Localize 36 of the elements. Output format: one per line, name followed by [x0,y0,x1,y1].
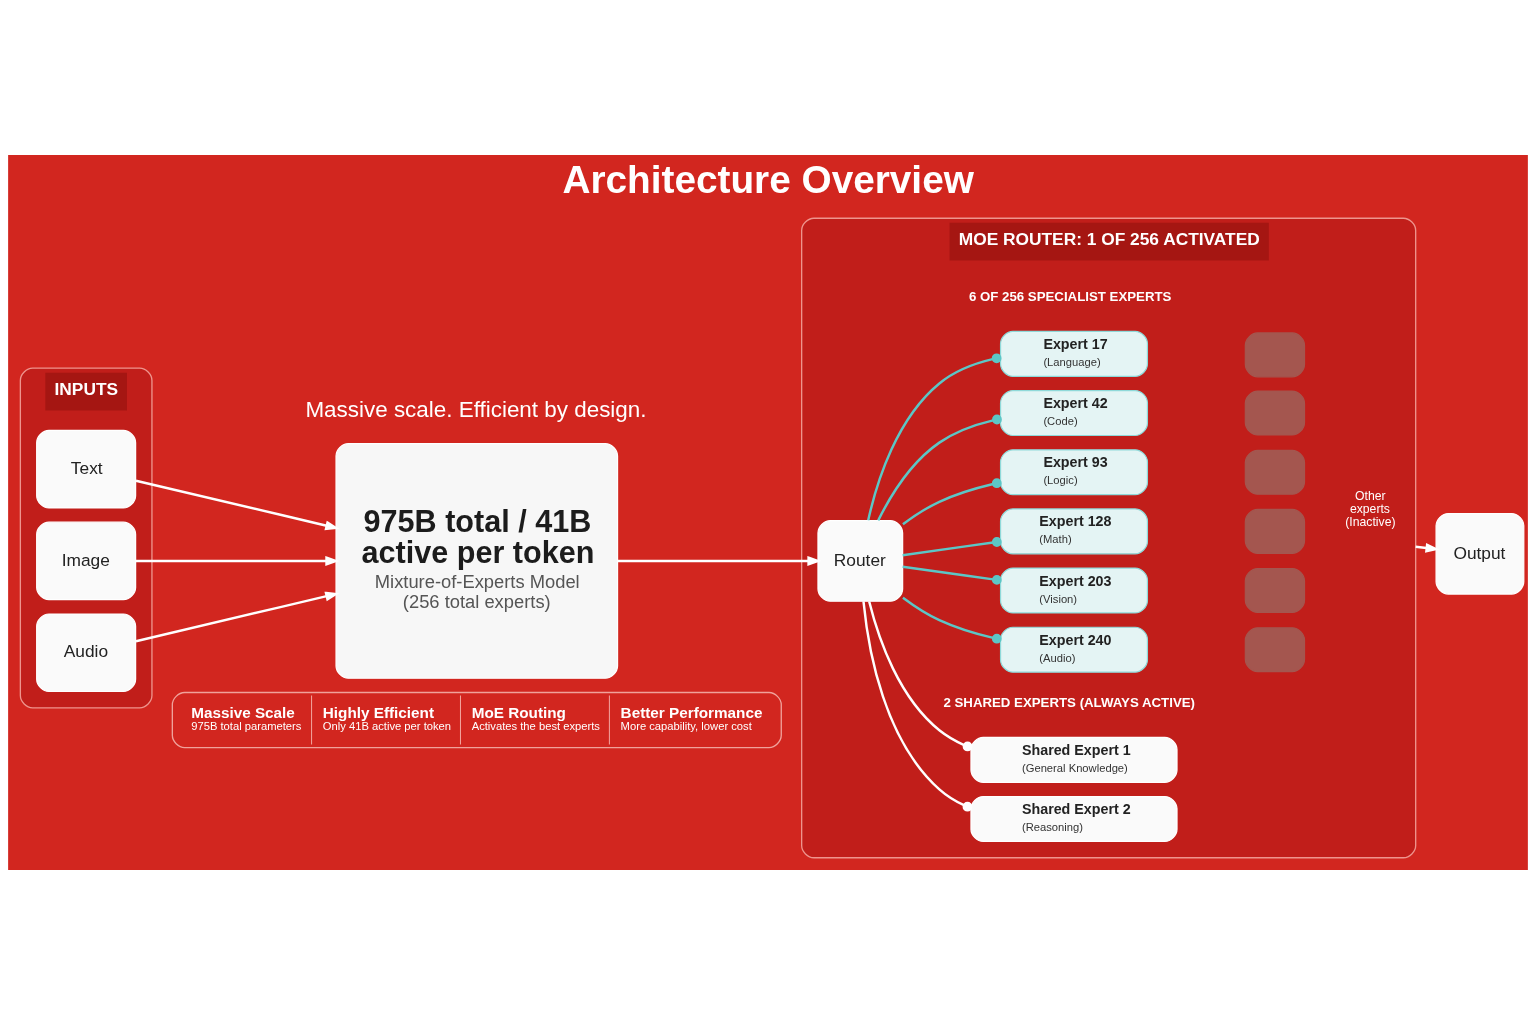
label: Other experts (Inactive) [1345,488,1396,529]
node-box: Expert 203 (Vision) [999,567,1149,614]
node-box: Text [36,429,137,509]
label: 2 SHARED EXPERTS (ALWAYS ACTIVE) [943,694,1195,710]
node-box: Router [817,519,904,602]
connector [902,596,1002,644]
node-box [1244,390,1306,436]
node-box: Expert 128 (Math) [999,507,1149,554]
node-box: Shared Expert 2 (Reasoning) [970,795,1178,842]
diagram-title: Architecture Overview [562,157,974,201]
node-box: 975B total / 41B active per token Mixture-of-Experts Model (256 total experts) [335,442,619,679]
node-box [1244,449,1306,495]
node-box: Expert 42 (Code) [999,389,1149,436]
node-box: Output [1435,512,1525,595]
node-box: Expert 93 (Logic) [999,448,1149,495]
connector [867,352,1002,521]
connector [877,414,1002,521]
arrow [135,591,340,642]
node-box: Expert 240 (Audio) [999,626,1149,673]
node-box: Audio [36,612,137,692]
arrow [135,479,340,530]
node-box [1244,331,1306,377]
node-box: Image [36,521,137,600]
label: Massive scale. Efficient by design. [305,396,647,422]
connector [862,600,973,812]
arrow [136,555,340,566]
connector [902,565,1002,585]
node-box [1244,626,1306,672]
label: 6 OF 256 SPECIALIST EXPERTS [968,288,1172,304]
connector [902,536,1002,556]
connector [902,477,1002,525]
connector [868,600,973,751]
node-box: Expert 17 (Language) [999,330,1149,377]
node-box [1244,508,1306,554]
node-box [1244,567,1306,613]
node-box: Shared Expert 1 (General Knowledge) [970,736,1178,783]
